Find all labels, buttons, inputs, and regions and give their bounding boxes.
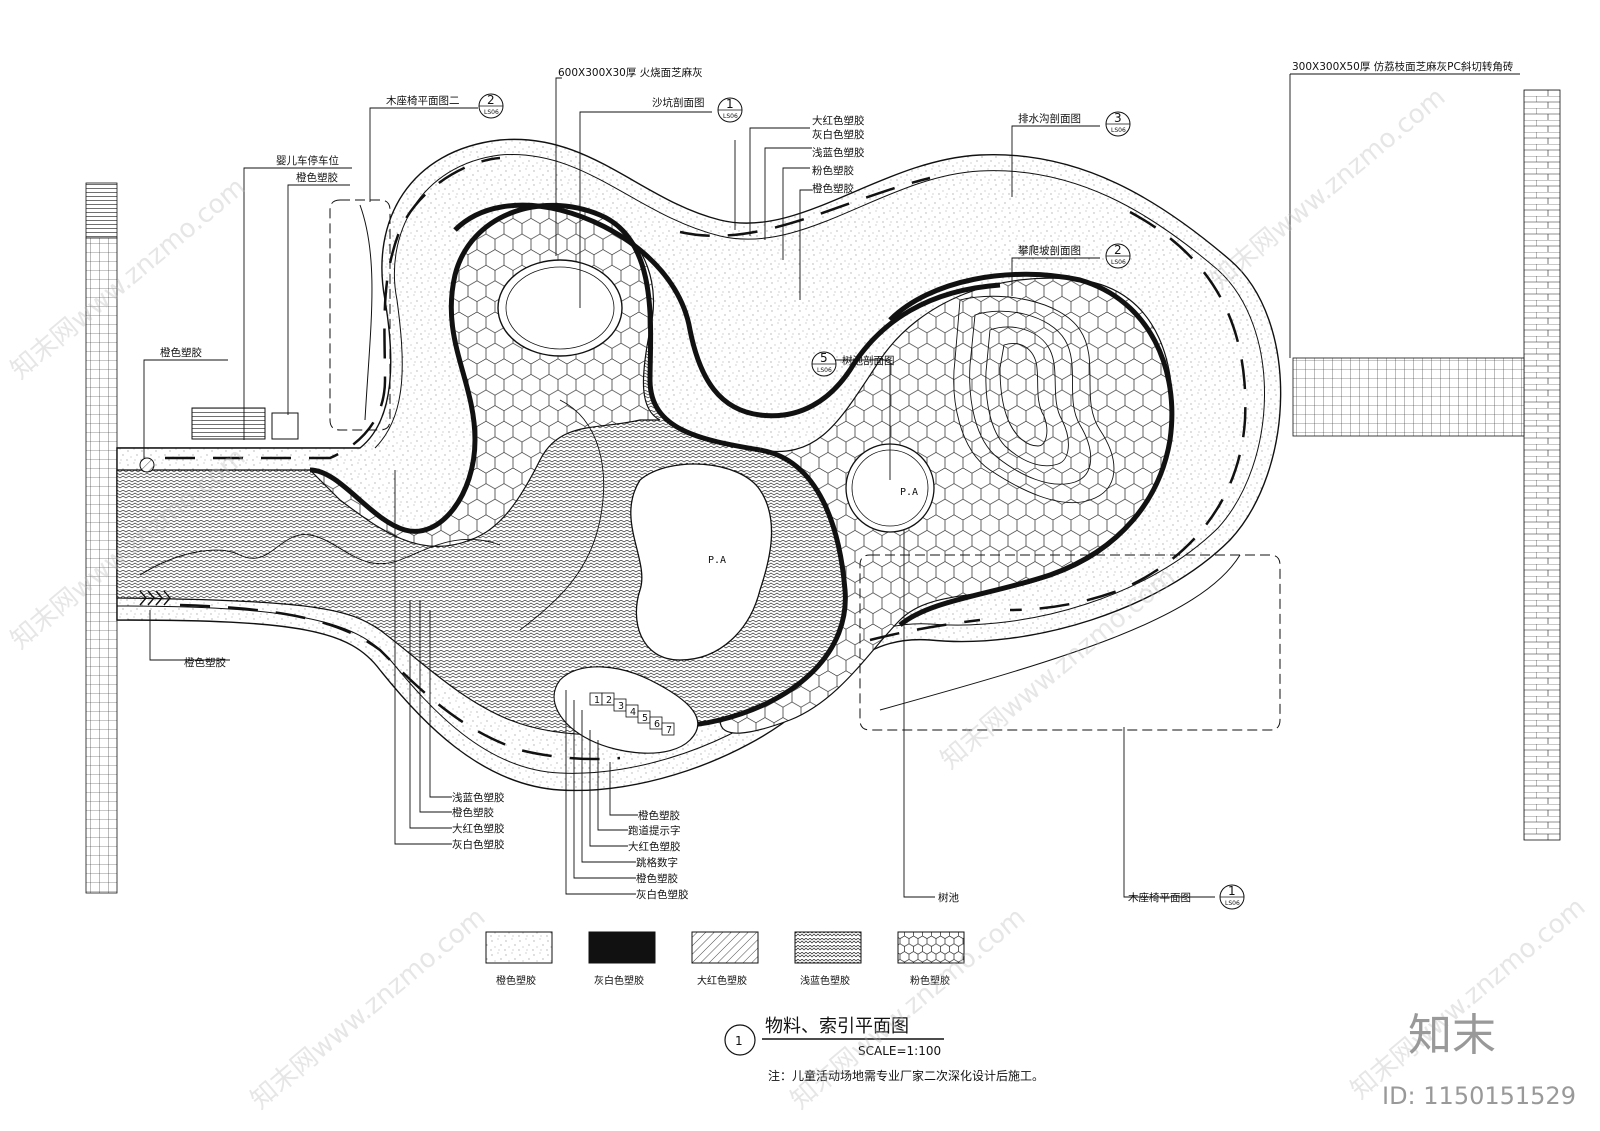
bench-zone-1 xyxy=(859,554,1281,731)
stroller-parking xyxy=(191,407,299,440)
paving-strip-right xyxy=(1523,89,1561,841)
callout-stack-top: 橙色塑胶 xyxy=(812,182,854,195)
callout-stack-bottom: 橙色塑胶 xyxy=(638,809,680,822)
bench-zone-2 xyxy=(329,199,391,431)
legend-swatch-greywhite xyxy=(588,931,656,964)
hop-number: 4 xyxy=(630,707,636,718)
east-connector-path xyxy=(1292,357,1525,437)
hop-number: 3 xyxy=(618,701,624,712)
callout-orange: 橙色塑胶 xyxy=(296,171,338,184)
site-paving xyxy=(85,89,1561,894)
callout-treepit: 树池 xyxy=(938,891,959,904)
callout-bench-1: 木座椅平面图一 xyxy=(1128,891,1202,904)
svg-text:LS06: LS06 xyxy=(1111,259,1126,266)
svg-text:2: 2 xyxy=(487,93,495,107)
hop-number: 7 xyxy=(666,725,672,736)
material-legend: 橙色塑胶 灰白色塑胶 大红色塑胶 浅蓝色塑胶 粉色塑胶 xyxy=(485,931,965,987)
svg-text:2: 2 xyxy=(1114,243,1122,257)
hop-number: 6 xyxy=(654,719,660,730)
callout-sandpit: 沙坑剖面图 xyxy=(652,96,705,109)
callout-stack-top: 浅蓝色塑胶 xyxy=(812,146,865,159)
callout-drain: 排水沟剖面图 xyxy=(1018,112,1081,125)
legend-label: 灰白色塑胶 xyxy=(594,974,644,987)
svg-text:LS06: LS06 xyxy=(1111,127,1126,134)
legend-swatch-lightblue xyxy=(794,931,862,964)
legend-swatch-pink xyxy=(897,931,965,964)
callout-orange: 橙色塑胶 xyxy=(184,656,226,669)
callout-stack-bottom: 大红色塑胶 xyxy=(628,840,681,853)
svg-text:1: 1 xyxy=(1228,884,1236,898)
watermark-logo: 知末 xyxy=(1408,1010,1496,1061)
callout-stroller: 婴儿车停车位 xyxy=(276,154,339,167)
pa-area xyxy=(630,463,773,661)
watermark-text: 知末网www.znzmo.com xyxy=(5,172,251,385)
legend-swatch-orange xyxy=(485,931,553,964)
legend-swatch-red xyxy=(691,931,759,964)
callout-stack-bottom: 跳格数字 xyxy=(636,856,678,869)
watermark-id: ID: 1150151529 xyxy=(1382,1082,1576,1110)
pa-label: P.A xyxy=(708,555,726,566)
svg-text:1: 1 xyxy=(726,97,734,111)
hop-number: 5 xyxy=(642,713,648,724)
hop-number: 2 xyxy=(606,695,612,706)
svg-text:LS06: LS06 xyxy=(723,113,738,120)
watermark-text: 知末网www.znzmo.com xyxy=(245,902,491,1115)
legend-label: 粉色塑胶 xyxy=(910,974,950,987)
callout-paving: 600X300X30厚 火烧面芝麻灰 xyxy=(558,66,703,79)
callout-stack-bottom: 橙色塑胶 xyxy=(636,872,678,885)
svg-text:5: 5 xyxy=(820,351,828,365)
callout-stack-left: 浅蓝色塑胶 xyxy=(452,791,505,804)
paving-strip-left-top xyxy=(85,182,118,239)
paving-strip-left xyxy=(85,237,118,894)
hop-number: 1 xyxy=(594,695,600,706)
title-number: 1 xyxy=(735,1034,743,1048)
callout-stack-top: 大红色塑胶 xyxy=(812,114,865,127)
watermark-text: 知末网www.znzmo.com xyxy=(1345,892,1591,1105)
svg-text:3: 3 xyxy=(1114,111,1122,125)
bench-zones xyxy=(329,199,1281,731)
callout-climb: 攀爬坡剖面图 xyxy=(1018,244,1081,257)
callout-orange: 橙色塑胶 xyxy=(160,346,202,359)
legend-label: 橙色塑胶 xyxy=(496,974,536,987)
leader-lines xyxy=(143,73,1520,898)
drawing-title: 物料、索引平面图 xyxy=(765,1016,909,1037)
callout-stack-top: 灰白色塑胶 xyxy=(812,128,865,141)
svg-text:LS06: LS06 xyxy=(484,109,499,116)
callouts: 600X300X30厚 火烧面芝麻灰 300X300X50厚 仿荔枝面芝麻灰PC… xyxy=(160,60,1514,904)
pa-tree-label: P.A xyxy=(900,487,918,498)
svg-text:LS06: LS06 xyxy=(1225,900,1240,907)
watermark-text: 知末网www.znzmo.com xyxy=(1205,82,1451,295)
callout-bench-2: 木座椅平面图二 xyxy=(386,94,460,107)
callout-stack-left: 大红色塑胶 xyxy=(452,822,505,835)
playground: 1 2 3 4 5 6 7 P.A P.A xyxy=(116,138,1282,792)
title-block: 1 物料、索引平面图 SCALE=1:100 注：儿童活动场地需专业厂家二次深化… xyxy=(724,1016,1044,1083)
callout-stack-bottom: 跑道提示字 xyxy=(628,824,681,837)
title-number-circle xyxy=(724,1024,756,1056)
callout-stack-left: 橙色塑胶 xyxy=(452,806,494,819)
callout-stack-top: 粉色塑胶 xyxy=(812,164,854,177)
sand-pit xyxy=(497,259,623,357)
climbing-slope-contours xyxy=(953,295,1115,504)
drawing-note: 注：儿童活动场地需专业厂家二次深化设计后施工。 xyxy=(768,1068,1044,1083)
callout-stack-bottom: 灰白色塑胶 xyxy=(636,888,689,901)
legend-label: 大红色塑胶 xyxy=(697,974,747,987)
hopscotch-grid xyxy=(589,692,675,736)
callout-treepit-section: 树池剖面图 xyxy=(842,354,895,367)
callout-corner-brick: 300X300X50厚 仿荔枝面芝麻灰PC斜切转角砖 xyxy=(1292,60,1514,73)
legend-label: 浅蓝色塑胶 xyxy=(800,974,850,987)
svg-text:LS06: LS06 xyxy=(817,367,832,374)
callout-stack-left: 灰白色塑胶 xyxy=(452,838,505,851)
drawing-scale: SCALE=1:100 xyxy=(858,1044,941,1058)
